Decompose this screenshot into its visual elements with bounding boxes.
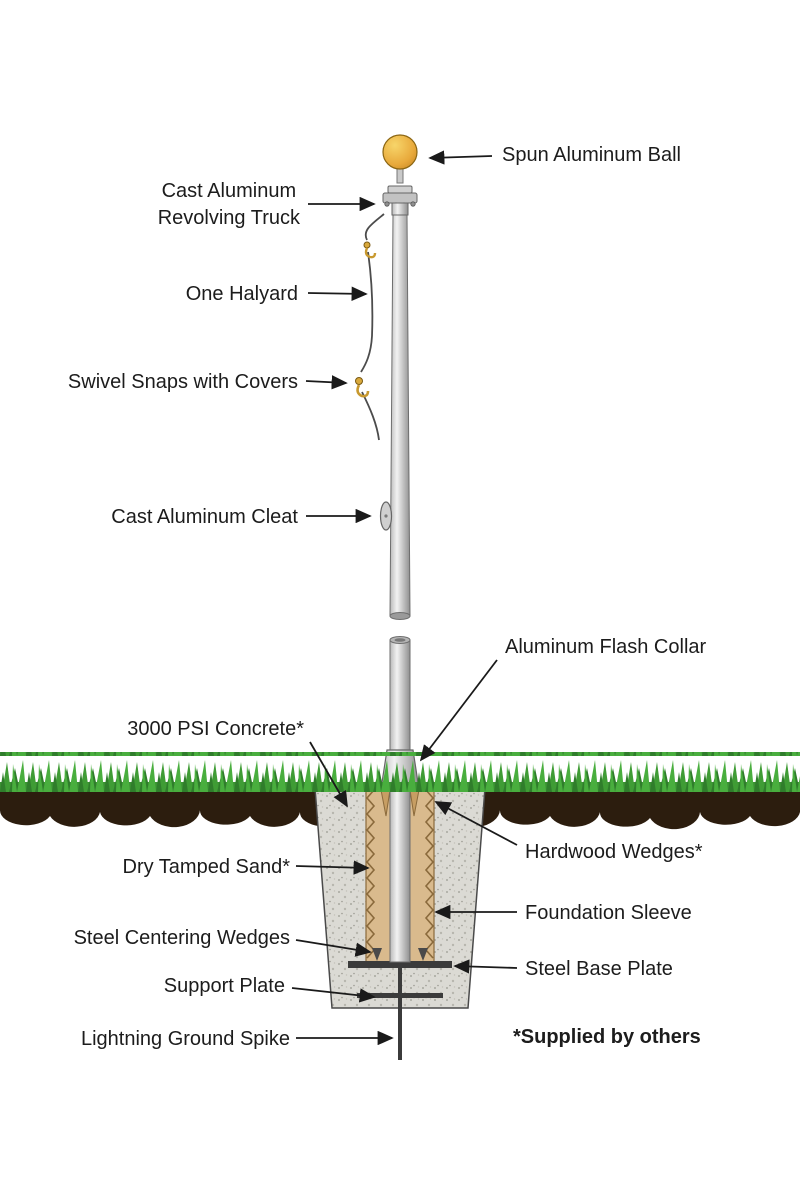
label-support-plate: Support Plate bbox=[163, 975, 285, 997]
label-steel-centering-wedges: Steel Centering Wedges bbox=[73, 927, 290, 949]
halyard-hook-icon bbox=[363, 241, 377, 259]
label-dry-tamped-sand: Dry Tamped Sand* bbox=[122, 856, 291, 878]
label-steel-base-plate: Steel Base Plate bbox=[525, 958, 673, 980]
label-foundation-sleeve: Foundation Sleeve bbox=[525, 902, 692, 924]
pole-lower bbox=[389, 636, 411, 963]
label-lightning-ground-spike: Lightning Ground Spike bbox=[80, 1028, 290, 1050]
steel-centering-wedge-left bbox=[372, 948, 382, 961]
label-hardwood-wedges: Hardwood Wedges* bbox=[525, 841, 703, 863]
halyard-rope bbox=[360, 213, 385, 441]
label-cast-aluminum-cleat: Cast Aluminum Cleat bbox=[111, 506, 298, 528]
cleat bbox=[379, 501, 393, 531]
label-spun-aluminum-ball: Spun Aluminum Ball bbox=[502, 144, 681, 166]
label-swivel-snaps: Swivel Snaps with Covers bbox=[67, 371, 298, 393]
label-revolving-truck: Cast Aluminum Revolving Truck bbox=[158, 178, 300, 232]
label-revolving-truck-line1: Cast Aluminum bbox=[161, 180, 297, 202]
steel-base-plate bbox=[348, 961, 452, 968]
revolving-truck bbox=[382, 166, 418, 216]
swivel-snap-icon bbox=[355, 377, 370, 398]
foundation-sleeve-left bbox=[365, 789, 376, 959]
steel-centering-wedge-right bbox=[418, 948, 428, 961]
label-one-halyard: One Halyard bbox=[185, 283, 298, 305]
label-supplied-by-others-note: *Supplied by others bbox=[513, 1026, 701, 1048]
grass bbox=[0, 752, 800, 792]
label-flash-collar: Aluminum Flash Collar bbox=[505, 636, 707, 658]
pole-upper bbox=[389, 213, 411, 620]
support-plate bbox=[357, 993, 443, 998]
ball-finial bbox=[382, 134, 418, 170]
label-concrete: 3000 PSI Concrete* bbox=[127, 718, 304, 740]
leader-arrows bbox=[291, 150, 518, 1046]
label-revolving-truck-line2: Revolving Truck bbox=[157, 207, 300, 229]
foundation-sleeve-right bbox=[424, 789, 435, 959]
ground-spike bbox=[398, 968, 402, 1060]
